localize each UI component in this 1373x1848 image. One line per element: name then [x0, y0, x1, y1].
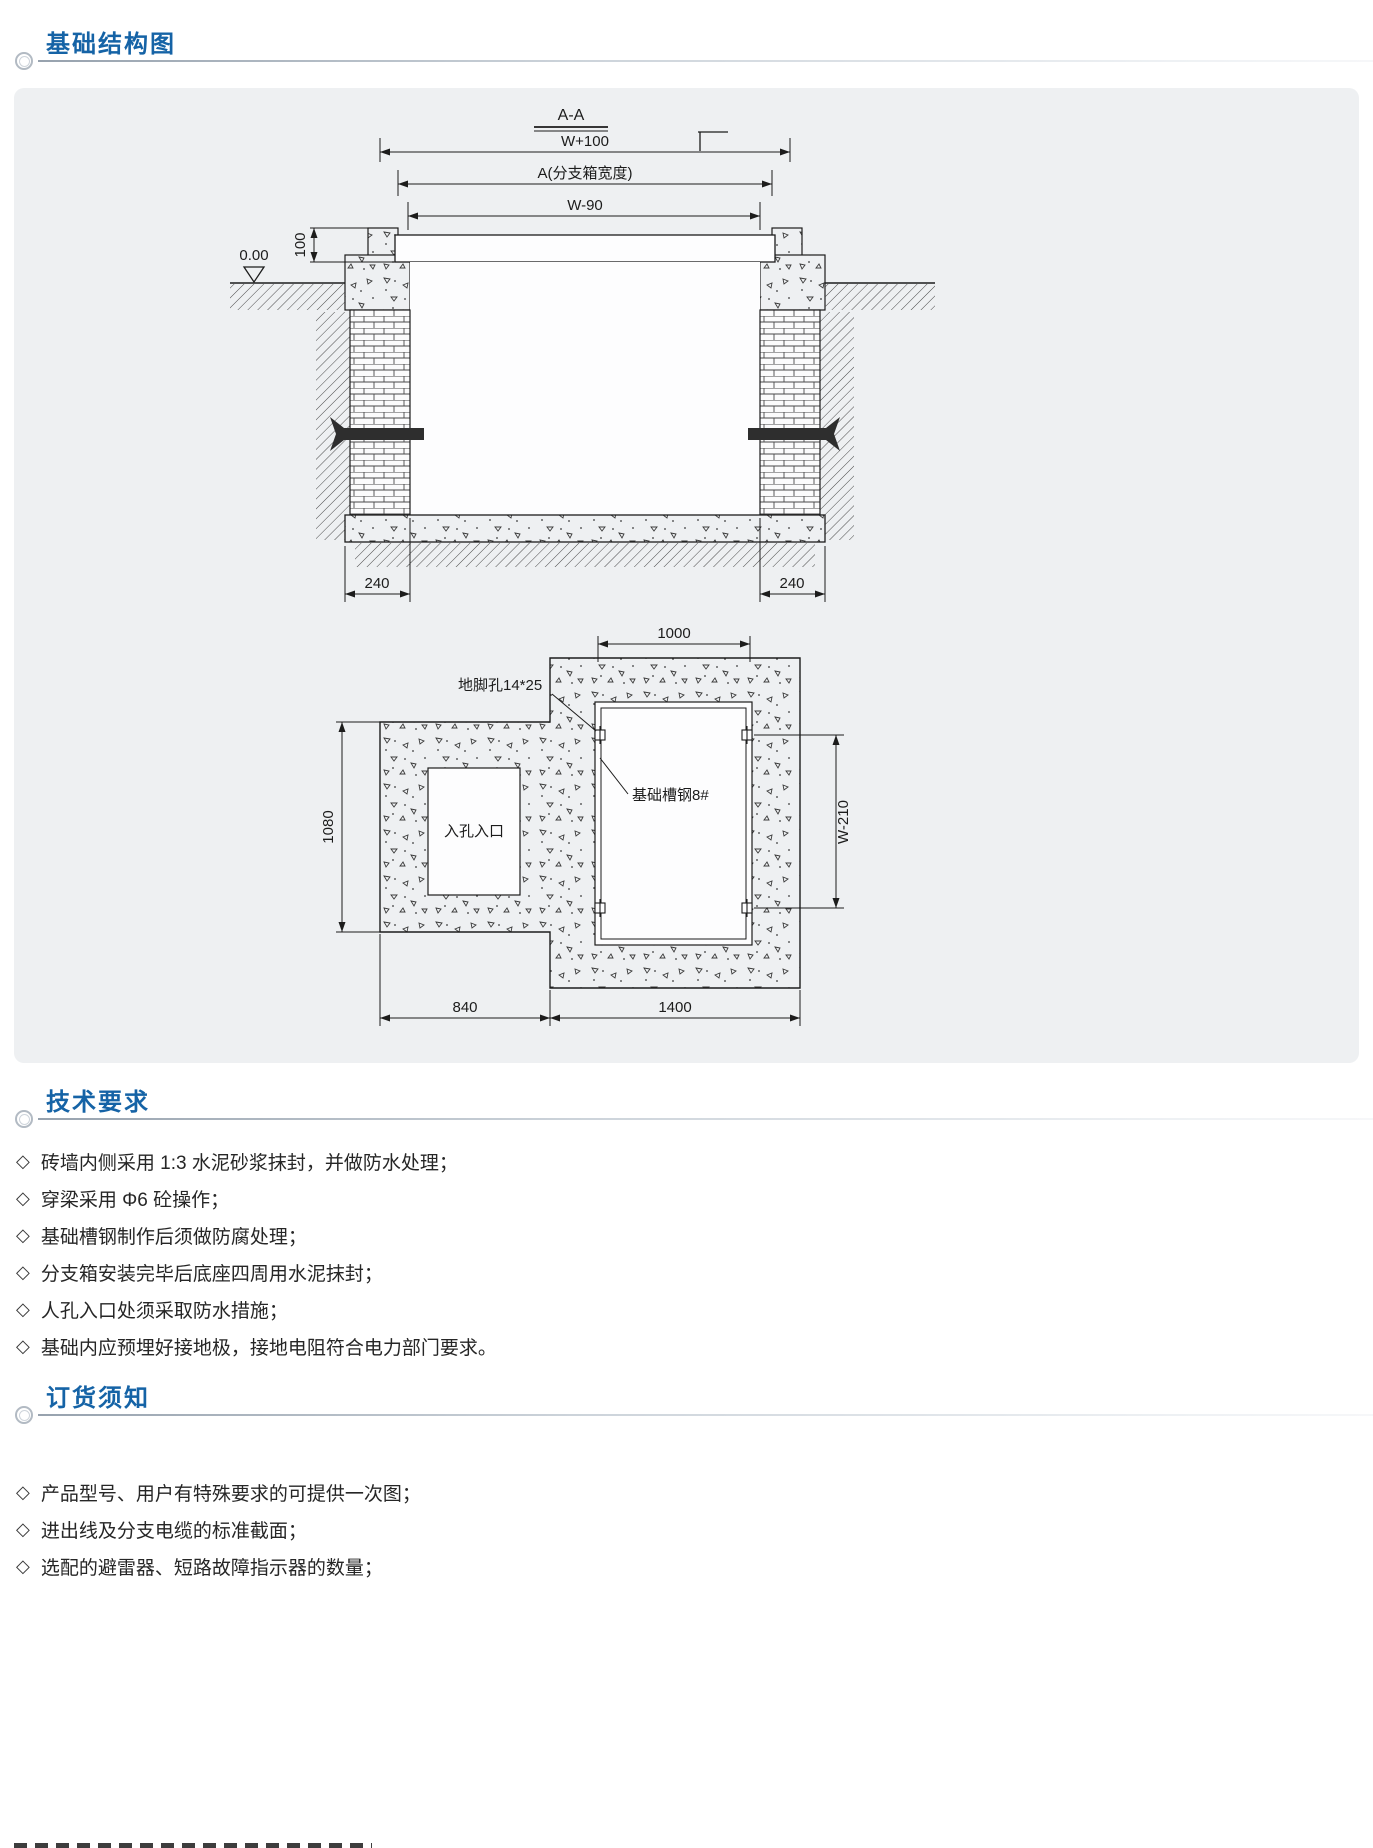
diamond-bullet-icon: ◇ — [16, 1482, 30, 1502]
list-item: ◇ 人孔入口处须采取防水措施； — [16, 1291, 1216, 1328]
section-title-structure: 基础结构图 — [46, 31, 176, 58]
bottom-slab — [344, 514, 826, 543]
dim-wall-left — [344, 518, 411, 602]
dim-overall-width-label: W+100 — [561, 133, 609, 150]
clipped-text-row — [14, 1843, 372, 1848]
dim-slab-height — [310, 227, 397, 263]
dim-wall-right-label: 240 — [779, 575, 804, 592]
list-item-text: 进出线及分支电缆的标准截面； — [40, 1521, 307, 1542]
ring-ornament-icon — [15, 1406, 33, 1424]
list-item-text: 选配的避雷器、短路故障指示器的数量； — [40, 1558, 383, 1579]
list-item: ◇ 砖墙内侧采用 1:3 水泥砂浆抹封，并做防水处理； — [16, 1143, 1216, 1180]
tech-requirements-list: ◇ 砖墙内侧采用 1:3 水泥砂浆抹封，并做防水处理； ◇ 穿梁采用 Φ6 砼操… — [16, 1143, 1216, 1365]
section-view-label: A-A — [558, 107, 585, 124]
dim-plan-right-label: W-210 — [835, 800, 852, 844]
ordering-notes-list: ◇ 产品型号、用户有特殊要求的可提供一次图； ◇ 进出线及分支电缆的标准截面； … — [16, 1474, 1216, 1585]
brick-wall-left — [349, 309, 411, 516]
soil-hatch-right — [820, 312, 854, 540]
manhole-opening — [427, 767, 521, 896]
cross-section-view: A-A W+100 A(分支箱宽度) — [230, 107, 935, 602]
dim-plan-top — [597, 636, 751, 662]
dim-plan-left — [336, 721, 382, 933]
anchor-hole-leader — [551, 693, 597, 732]
dim-box-width — [397, 170, 773, 196]
level-triangle-icon — [242, 266, 266, 284]
foundation-drawing-panel: A-A W+100 A(分支箱宽度) — [14, 88, 1359, 1063]
list-item-text: 穿梁采用 Φ6 砼操作； — [40, 1190, 230, 1211]
diamond-bullet-icon: ◇ — [16, 1151, 30, 1171]
dim-inner-width-label: W-90 — [567, 197, 603, 214]
through-beam-left — [330, 417, 424, 451]
ring-ornament-icon — [15, 52, 33, 70]
list-item-text: 产品型号、用户有特殊要求的可提供一次图； — [40, 1484, 421, 1505]
section-rule — [38, 60, 1373, 62]
list-item: ◇ 基础内应预埋好接地极，接地电阻符合电力部门要求。 — [16, 1328, 1216, 1365]
dim-wall-right — [759, 518, 826, 602]
structure-diagram: A-A W+100 A(分支箱宽度) — [230, 107, 935, 1026]
section-title-tech: 技术要求 — [46, 1089, 150, 1116]
pier-base-right — [759, 254, 826, 311]
ground-level-label: 0.00 — [239, 247, 268, 264]
subsoil-hatch — [355, 543, 815, 567]
section-header-tech: 技术要求 — [0, 1082, 1373, 1128]
channel-steel-leader — [599, 757, 629, 795]
through-beam-right — [748, 417, 840, 451]
list-item-text: 分支箱安装完毕后底座四周用水泥抹封； — [40, 1264, 383, 1285]
diamond-bullet-icon: ◇ — [16, 1556, 30, 1576]
dim-plan-top-label: 1000 — [657, 625, 690, 642]
dim-plan-bottom-right-label: 1400 — [658, 999, 691, 1016]
top-slab — [394, 234, 776, 263]
manhole-label: 入孔入口 — [444, 823, 504, 840]
section-rule — [38, 1414, 1373, 1416]
pit-cavity — [410, 262, 760, 515]
section-header-order: 订货须知 — [0, 1378, 1373, 1424]
anchor-bolts — [594, 726, 753, 917]
pier-base-left — [344, 254, 411, 311]
dim-plan-left-label: 1080 — [320, 810, 337, 843]
dim-overall-width — [379, 138, 791, 162]
dim-box-width-label: A(分支箱宽度) — [538, 165, 633, 182]
list-item-text: 人孔入口处须采取防水措施； — [40, 1301, 288, 1322]
section-header-structure: 基础结构图 — [0, 24, 1373, 70]
channel-steel-frame-inner — [600, 707, 747, 940]
diamond-bullet-icon: ◇ — [16, 1336, 30, 1356]
diamond-bullet-icon: ◇ — [16, 1299, 30, 1319]
list-item: ◇ 基础槽钢制作后须做防腐处理； — [16, 1217, 1216, 1254]
anchor-hole-label: 地脚孔14*25 — [458, 677, 542, 694]
diamond-bullet-icon: ◇ — [16, 1519, 30, 1539]
plan-view: 入孔入口 地脚孔14*25 基础槽钢8# 1000 — [320, 625, 852, 1026]
list-item: ◇ 穿梁采用 Φ6 砼操作； — [16, 1180, 1216, 1217]
list-item: ◇ 进出线及分支电缆的标准截面； — [16, 1511, 1216, 1548]
channel-steel-label: 基础槽钢8# — [632, 787, 709, 804]
dim-inner-width — [407, 202, 761, 230]
list-item-text: 砖墙内侧采用 1:3 水泥砂浆抹封，并做防水处理； — [40, 1153, 458, 1174]
diamond-bullet-icon: ◇ — [16, 1262, 30, 1282]
diamond-bullet-icon: ◇ — [16, 1188, 30, 1208]
corner-mark-icon — [698, 131, 728, 151]
ground-hatch-right — [825, 284, 935, 310]
brick-wall-right — [759, 309, 821, 516]
section-rule — [38, 1118, 1373, 1120]
ground-hatch-left — [230, 284, 345, 310]
dim-wall-left-label: 240 — [364, 575, 389, 592]
list-item: ◇ 分支箱安装完毕后底座四周用水泥抹封； — [16, 1254, 1216, 1291]
list-item-text: 基础槽钢制作后须做防腐处理； — [40, 1227, 307, 1248]
channel-steel-frame-outer — [594, 701, 753, 946]
section-title-order: 订货须知 — [46, 1385, 150, 1412]
list-item-text: 基础内应预埋好接地极，接地电阻符合电力部门要求。 — [40, 1338, 497, 1359]
dim-slab-height-label: 100 — [292, 232, 309, 257]
list-item: ◇ 选配的避雷器、短路故障指示器的数量； — [16, 1548, 1216, 1585]
dim-plan-bottom-left-label: 840 — [452, 999, 477, 1016]
list-item: ◇ 产品型号、用户有特殊要求的可提供一次图； — [16, 1474, 1216, 1511]
dim-plan-bottom — [379, 934, 801, 1026]
ring-ornament-icon — [15, 1110, 33, 1128]
dim-plan-right — [754, 734, 844, 909]
diamond-bullet-icon: ◇ — [16, 1225, 30, 1245]
soil-hatch-left — [316, 312, 350, 540]
